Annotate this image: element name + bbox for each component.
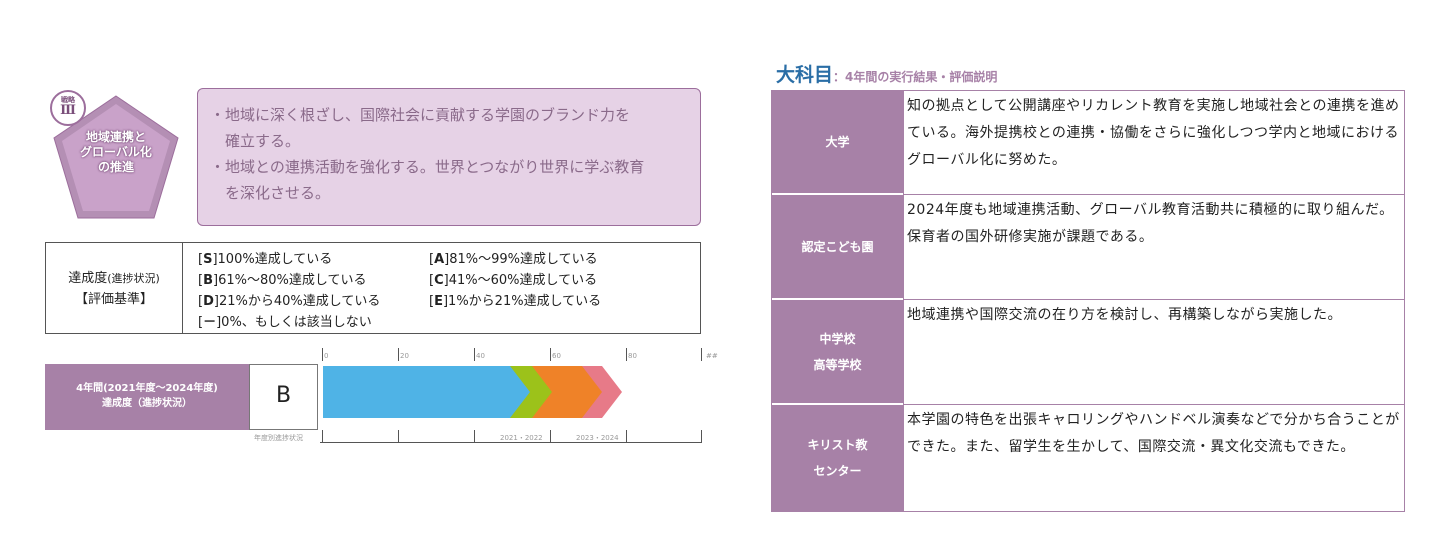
criteria-text: 0%、もしくは該当しない bbox=[221, 315, 372, 330]
progress-arrow-orange bbox=[523, 366, 602, 418]
strategy-kind-label: 戦略 bbox=[61, 96, 75, 104]
criteria-grade: S bbox=[203, 252, 213, 267]
criteria-text: 1%から21%達成している bbox=[448, 294, 602, 309]
row-head-line: センター bbox=[813, 464, 862, 478]
criteria-header: 達成度(進捗状況) 【評価基準】 bbox=[46, 243, 183, 333]
goal-line: を深化させる。 bbox=[210, 184, 331, 202]
row-body: 地域連携や国際交流の在り方を検討し、再構築しながら実施した。 bbox=[903, 300, 1404, 405]
table-row: キリスト教 センター 本学園の特色を出張キャロリングやハンドベル演奏などで分かち… bbox=[772, 405, 1404, 511]
table-row: 認定こども園 2024年度も地域連携活動、グローバル教育活動共に積極的に取り組ん… bbox=[772, 195, 1404, 300]
year-axis-tick bbox=[626, 430, 627, 443]
criteria-item-c: [C]41%～60%達成している bbox=[429, 273, 598, 288]
progress-period-line: 達成度（進捗状況） bbox=[102, 398, 192, 409]
scale-label: 60 bbox=[552, 352, 561, 360]
year-axis-tick bbox=[398, 430, 399, 443]
row-head-line: 高等学校 bbox=[813, 357, 862, 372]
criteria-grade: B bbox=[203, 273, 213, 288]
goal-line: 確立する。 bbox=[210, 132, 301, 150]
year-axis-tick bbox=[550, 430, 551, 443]
criteria-grade: C bbox=[434, 273, 444, 288]
progress-scale: 0 20 40 60 80 ## bbox=[320, 348, 720, 364]
scale-label: 80 bbox=[628, 352, 637, 360]
results-title-sub: ：4年間の実行結果・評価説明 bbox=[833, 70, 998, 84]
criteria-grade: E bbox=[434, 294, 443, 309]
criteria-item-b: [B]61%～80%達成している bbox=[198, 273, 367, 288]
criteria-text: 100%達成している bbox=[217, 252, 333, 267]
row-body: 本学園の特色を出張キャロリングやハンドベル演奏などで分かち合うことができた。また… bbox=[903, 405, 1404, 511]
row-head-line: 大学 bbox=[825, 135, 850, 149]
progress-arrows bbox=[323, 366, 622, 418]
criteria-grade: D bbox=[203, 294, 214, 309]
strategy-number-badge: 戦略 Ⅲ bbox=[50, 90, 86, 126]
criteria-text: 81%～99%達成している bbox=[449, 252, 598, 267]
pentagon-shape bbox=[53, 95, 179, 219]
criteria-head-title: 達成度 bbox=[68, 271, 108, 286]
table-row: 大学 知の拠点として公開講座やリカレント教育を実施し地域社会との連携を進めている… bbox=[772, 91, 1404, 195]
scale-label: 0 bbox=[324, 352, 329, 360]
strategy-title-line: 地域連携と bbox=[85, 130, 146, 144]
progress-period-line: 4年間(2021年度～2024年度) bbox=[76, 383, 218, 394]
evaluation-criteria-table: 達成度(進捗状況) 【評価基準】 [S]100%達成している [A]81%～99… bbox=[45, 242, 701, 334]
scale-tick bbox=[398, 348, 399, 361]
strategy-goals-box: ・地域に深く根ざし、国際社会に貢献する学園のブランド力を 確立する。 ・地域との… bbox=[197, 88, 701, 226]
goal-line: ・地域との連携活動を強化する。世界とつながり世界に学ぶ教育 bbox=[210, 158, 645, 176]
scale-label: ## bbox=[706, 352, 718, 360]
year-label: 2021・2022 bbox=[500, 434, 543, 442]
strategy-title-line: グローバル化 bbox=[80, 145, 152, 159]
scale-tick bbox=[474, 348, 475, 361]
scale-tick bbox=[322, 348, 323, 361]
criteria-grade: － bbox=[203, 315, 217, 330]
row-head-christian-center: キリスト教 センター bbox=[772, 405, 903, 511]
scale-tick bbox=[701, 348, 702, 361]
criteria-item-e: [E]1%から21%達成している bbox=[429, 294, 602, 309]
criteria-item-a: [A]81%～99%達成している bbox=[429, 252, 598, 267]
row-head-line: キリスト教 bbox=[807, 438, 868, 452]
criteria-item-s: [S]100%達成している bbox=[198, 252, 333, 267]
strategy-title: 地域連携と グローバル化 の推進 bbox=[60, 130, 172, 175]
results-table: 大学 知の拠点として公開講座やリカレント教育を実施し地域社会との連携を進めている… bbox=[771, 90, 1405, 512]
criteria-text: 21%から40%達成している bbox=[218, 294, 381, 309]
results-title: 大科目：4年間の実行結果・評価説明 bbox=[776, 60, 997, 87]
scale-tick bbox=[550, 348, 551, 361]
criteria-head-subtitle: 【評価基準】 bbox=[74, 292, 153, 307]
year-axis-tick bbox=[322, 430, 323, 443]
yearly-progress-caption: 年度別進捗状況 bbox=[254, 434, 303, 442]
goal-line: ・地域に深く根ざし、国際社会に貢献する学園のブランド力を bbox=[210, 106, 631, 124]
progress-arrow-blue bbox=[323, 366, 530, 418]
row-head-schools: 中学校 高等学校 bbox=[772, 300, 903, 405]
row-head-university: 大学 bbox=[772, 91, 903, 195]
criteria-item-d: [D]21%から40%達成している bbox=[198, 294, 381, 309]
criteria-item-none: [－]0%、もしくは該当しない bbox=[198, 315, 372, 330]
scale-tick bbox=[626, 348, 627, 361]
scale-label: 40 bbox=[476, 352, 485, 360]
overall-grade: B bbox=[249, 364, 318, 430]
year-axis-line bbox=[320, 442, 702, 443]
table-row: 中学校 高等学校 地域連携や国際交流の在り方を検討し、再構築しながら実施した。 bbox=[772, 300, 1404, 405]
year-axis-tick bbox=[474, 430, 475, 443]
scale-label: 20 bbox=[400, 352, 409, 360]
row-head-line: 認定こども園 bbox=[801, 239, 874, 254]
criteria-text: 41%～60%達成している bbox=[448, 273, 598, 288]
criteria-head-small: (進捗状況) bbox=[107, 272, 160, 285]
year-label: 2023・2024 bbox=[576, 434, 619, 442]
row-head-line: 中学校 bbox=[819, 331, 856, 346]
strategy-number: Ⅲ bbox=[60, 103, 76, 118]
year-axis-tick bbox=[701, 430, 702, 443]
results-title-main: 大科目 bbox=[776, 64, 834, 86]
criteria-grade: A bbox=[434, 252, 445, 267]
strategy-title-line: の推進 bbox=[97, 160, 134, 174]
criteria-text: 61%～80%達成している bbox=[218, 273, 367, 288]
row-body: 2024年度も地域連携活動、グローバル教育活動共に積極的に取り組んだ。保育者の国… bbox=[903, 195, 1404, 300]
strategy-badge: 戦略 Ⅲ 地域連携と グローバル化 の推進 bbox=[50, 90, 182, 222]
progress-period-label: 4年間(2021年度～2024年度) 達成度（進捗状況） bbox=[45, 364, 249, 430]
row-body: 知の拠点として公開講座やリカレント教育を実施し地域社会との連携を進めている。海外… bbox=[903, 91, 1404, 195]
row-head-kodomoen: 認定こども園 bbox=[772, 195, 903, 300]
